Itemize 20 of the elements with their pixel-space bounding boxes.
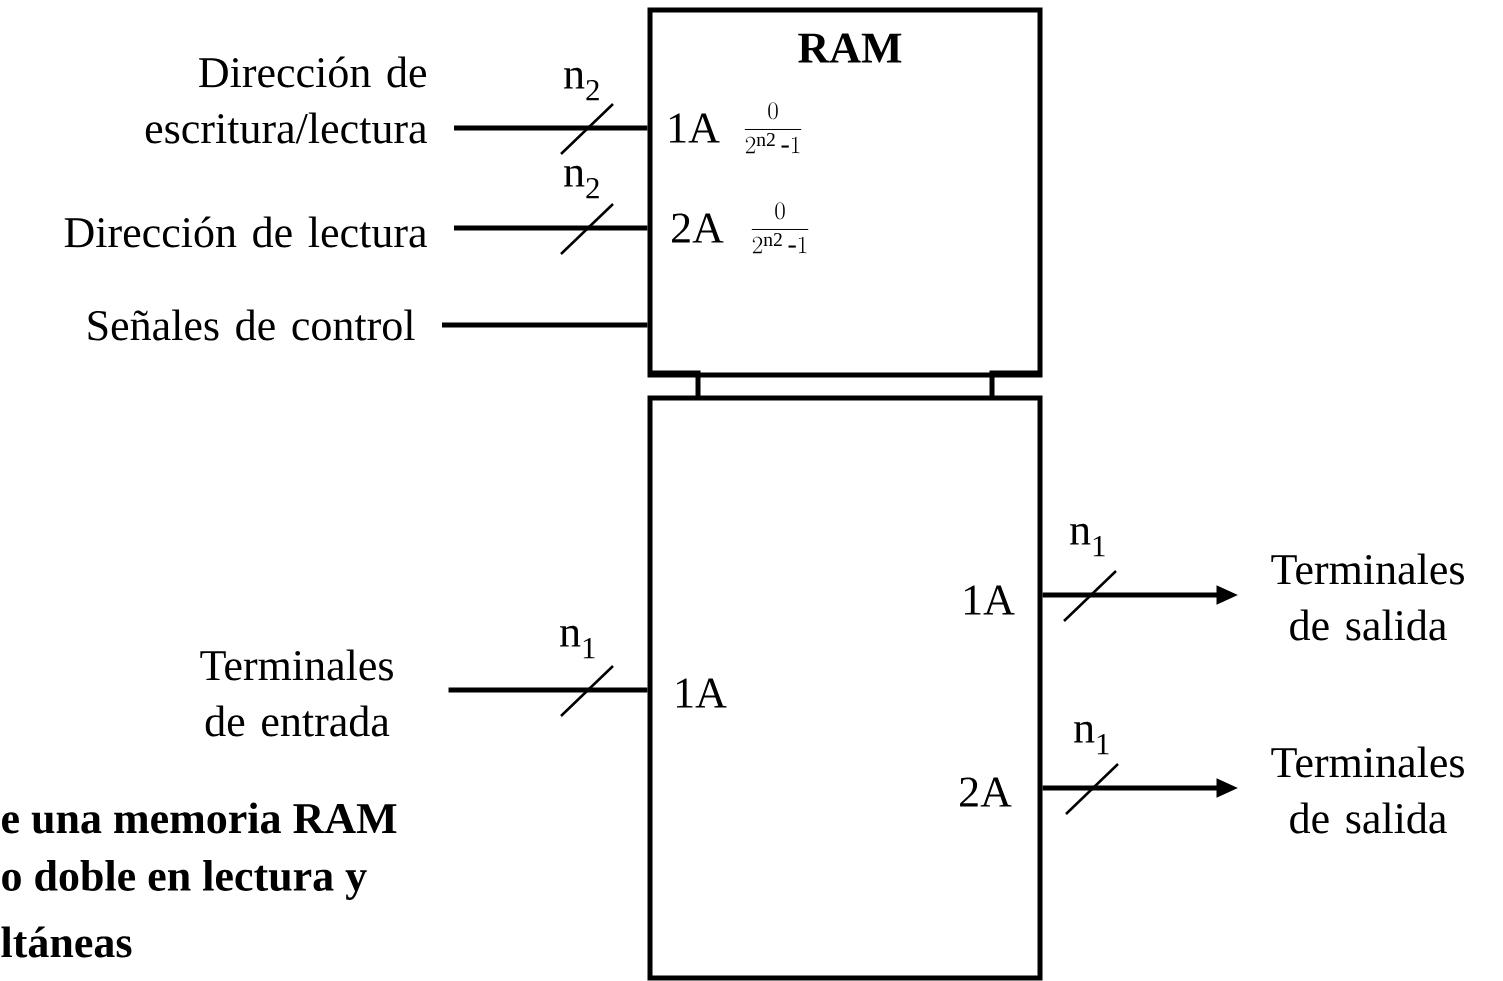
caption-text: ltáneas	[1, 926, 132, 958]
signal-line	[448, 687, 648, 693]
signal-label: Dirección de escritura/lectura	[145, 56, 427, 144]
bus-width-label: n$_{2}$	[562, 164, 602, 200]
signal-line	[454, 125, 648, 131]
bus-width-label: n$_{1}$	[1072, 720, 1112, 756]
block-box: RAM 1A $\frac{0}{2^{\mathrm{n2}}\,\text{-}1}$ 2A $\frac{0}{2^{\mathrm{n2}}\,\text{-}1}$	[647, 7, 1043, 400]
signal-label: Terminales de salida	[1271, 553, 1464, 641]
caption-text: e una memoria RAM	[2, 802, 397, 834]
signal-label: Terminales de entrada	[200, 649, 393, 737]
block-box: 1A 1A 2A	[647, 395, 1043, 981]
signal-line	[454, 225, 648, 231]
signal-label: Dirección de lectura	[64, 216, 427, 248]
bus-width-label: n$_{2}$	[562, 66, 602, 102]
signal-line	[442, 322, 648, 328]
bus-width-label: n$_{1}$	[558, 624, 598, 660]
bus-width-label: n$_{1}$	[1068, 522, 1108, 558]
signal-label: Señales de control	[88, 309, 415, 341]
signal-label: Terminales de salida	[1271, 746, 1464, 834]
caption-text: o doble en lectura y	[2, 860, 367, 900]
